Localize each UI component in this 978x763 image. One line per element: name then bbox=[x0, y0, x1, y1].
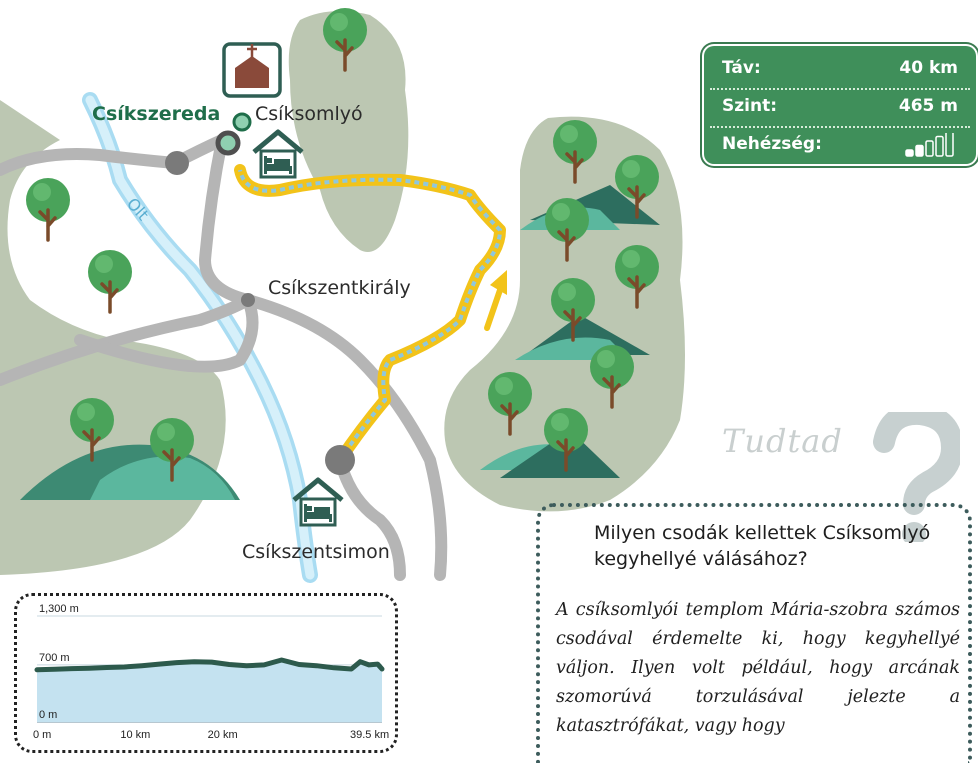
roads bbox=[0, 134, 448, 581]
difficulty-bar bbox=[905, 149, 914, 157]
stat-distance-label: Táv: bbox=[722, 58, 761, 78]
difficulty-bar bbox=[925, 140, 934, 157]
did-you-know-tag: Tudtad bbox=[722, 422, 843, 460]
info-box bbox=[536, 503, 972, 763]
elevation-area bbox=[37, 660, 382, 722]
y-tick-label: 1,300 m bbox=[39, 603, 79, 615]
marker-csiksomlyo[interactable] bbox=[215, 130, 241, 156]
stat-difficulty: Nehézség: bbox=[704, 126, 976, 162]
stat-elevation-value: 465 m bbox=[898, 96, 958, 116]
x-tick-label: 0 m bbox=[33, 729, 51, 741]
lodging-icon bbox=[254, 132, 302, 177]
question-mark-icon bbox=[873, 412, 960, 542]
label-csikszentsimon: Csíkszentsimon bbox=[242, 541, 390, 563]
label-csikszentkiraly: Csíkszentkirály bbox=[268, 277, 411, 299]
x-tick-label: 39.5 km bbox=[350, 729, 389, 741]
marker-csikszereda[interactable] bbox=[165, 151, 189, 175]
info-text: A csíksomlyói templom Mária-szobra számo… bbox=[556, 600, 960, 736]
stat-distance: Táv: 40 km bbox=[704, 50, 976, 86]
direction-arrow-icon bbox=[484, 270, 507, 331]
y-tick-label: 700 m bbox=[39, 652, 70, 664]
trail-map: Olt bbox=[0, 6, 685, 583]
label-csikszereda: Csíkszereda bbox=[92, 103, 221, 125]
marker-csiksomlyo-church[interactable] bbox=[232, 112, 252, 132]
elevation-x-ticks: 0 m 10 km 20 km 39.5 km bbox=[33, 729, 389, 741]
difficulty-bar bbox=[915, 144, 924, 157]
label-csiksomlyo: Csíksomlyó bbox=[255, 103, 363, 125]
church-icon bbox=[222, 42, 282, 98]
y-tick-label: 0 m bbox=[39, 709, 57, 721]
stat-distance-value: 40 km bbox=[899, 58, 958, 78]
tree-icon bbox=[86, 248, 134, 314]
elevation-y-ticks: 0 m 700 m 1,300 m bbox=[39, 603, 79, 721]
elevation-profile: 0 m 700 m 1,300 m 0 m 10 km 20 km 39.5 km bbox=[14, 593, 398, 753]
tree-icon bbox=[24, 176, 72, 242]
elevation-line bbox=[34, 657, 385, 673]
x-tick-label: 20 km bbox=[208, 729, 238, 741]
stat-difficulty-label: Nehézség: bbox=[722, 134, 822, 154]
stat-elevation-label: Szint: bbox=[722, 96, 777, 116]
stat-elevation: Szint: 465 m bbox=[704, 88, 976, 124]
marker-csikszentsimon[interactable] bbox=[325, 445, 355, 475]
info-question: Milyen csodák kellettek Csíksomlyó kegyh… bbox=[594, 522, 931, 570]
marker-csikszentkiraly[interactable] bbox=[241, 293, 255, 307]
x-tick-label: 10 km bbox=[120, 729, 150, 741]
hills bbox=[20, 185, 660, 500]
difficulty-bars-icon bbox=[905, 133, 954, 157]
route-stats-panel: Táv: 40 km Szint: 465 m Nehézség: bbox=[704, 46, 976, 164]
difficulty-bar bbox=[935, 135, 944, 157]
difficulty-bar bbox=[945, 133, 954, 157]
